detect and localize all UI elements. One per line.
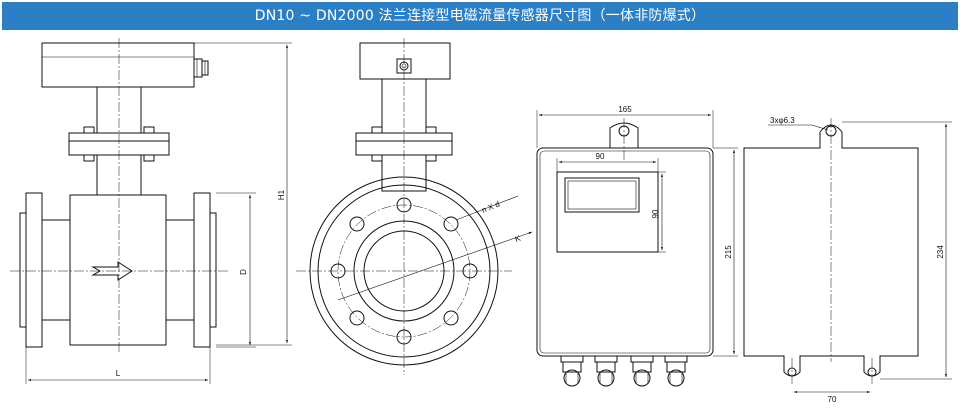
box-front-view: 165 90 90 215 bbox=[536, 105, 738, 387]
label-nxd: n X d bbox=[480, 200, 501, 215]
cable-glands bbox=[560, 355, 688, 387]
dim-90-h: 90 bbox=[596, 152, 605, 161]
dim-90-v: 90 bbox=[651, 209, 660, 218]
display-screen bbox=[564, 177, 640, 213]
dim-165: 165 bbox=[618, 105, 632, 114]
front-converter-head bbox=[359, 42, 451, 80]
diagram-title: DN10 ~ DN2000 法兰连接型电磁流量传感器尺寸图（一体非防爆式） bbox=[254, 8, 706, 24]
right-flange bbox=[193, 192, 211, 348]
dim-l: L bbox=[116, 369, 121, 378]
cable-gland-icon bbox=[193, 58, 209, 78]
label-k: K bbox=[514, 233, 523, 243]
dim-70: 70 bbox=[828, 395, 837, 404]
converter-box bbox=[536, 147, 714, 357]
flow-direction-icon bbox=[91, 261, 133, 281]
dim-d: D bbox=[239, 269, 248, 275]
left-flange bbox=[25, 192, 43, 348]
sensor-body bbox=[69, 194, 167, 346]
display-window bbox=[556, 171, 659, 253]
dim-215: 215 bbox=[724, 245, 733, 259]
side-view: D H1 L bbox=[10, 38, 292, 384]
converter-head bbox=[41, 42, 195, 88]
dim-h1: H1 bbox=[277, 189, 286, 200]
dim-234: 234 bbox=[936, 245, 945, 259]
front-view: n X d K bbox=[296, 38, 533, 375]
dim-holes: 3xφ6.3 bbox=[770, 116, 795, 125]
title-bar: DN10 ~ DN2000 法兰连接型电磁流量传感器尺寸图（一体非防爆式） bbox=[2, 2, 958, 30]
box-back-view: 3xφ6.3 234 70 bbox=[743, 116, 952, 404]
